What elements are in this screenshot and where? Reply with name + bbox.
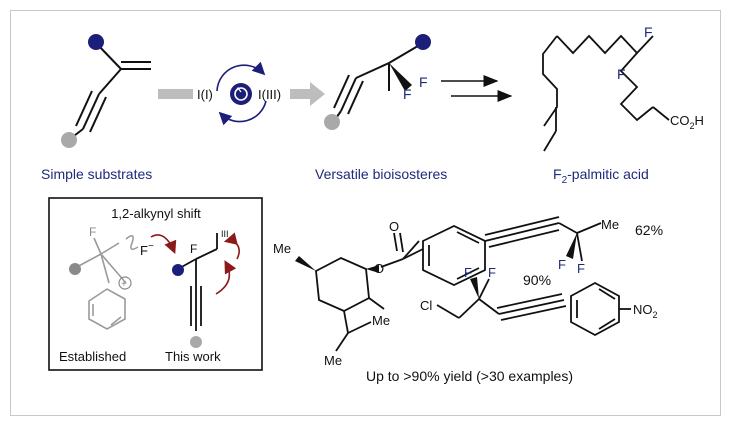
product1-o-wedge: [366, 265, 379, 273]
catalyst-core: [230, 83, 252, 105]
established-plus-circle: [118, 276, 132, 290]
reaction-arrows: [441, 75, 513, 102]
red-arrow-1: [150, 234, 177, 254]
this-work-grey-atom: [190, 336, 202, 348]
palmitic-f2: F: [617, 66, 626, 82]
bioisostere-structure: [333, 42, 424, 122]
product1-me-bottom: Me: [324, 353, 342, 368]
co2h-label: CO2H: [670, 113, 704, 131]
substrate-grey-atom: [61, 132, 77, 148]
figure-frame: I(I) I(III) F F F F CO2H Simple substrat…: [10, 10, 721, 416]
product1-me: Me: [601, 217, 619, 232]
product2-f1: F: [464, 265, 472, 280]
product1-me-top: Me: [273, 241, 291, 256]
inset-title: 1,2-alkynyl shift: [111, 206, 201, 221]
product2-structure: [436, 281, 631, 337]
versatile-bioisosteres-label: Versatile bioisosteres: [315, 166, 447, 182]
grey-arrow-left: [158, 89, 193, 99]
this-work-blue-atom: [172, 264, 184, 276]
bioisostere-wedge: [389, 63, 412, 91]
red-arrow-3: [223, 232, 240, 260]
mechanism-inset: 1,2-alkynyl shift F + F−: [48, 197, 263, 371]
red-arrow-2: [215, 260, 237, 295]
established-plus: +: [121, 279, 127, 290]
this-work-label: This work: [165, 349, 221, 364]
product1-ester-o: O: [374, 261, 384, 276]
palmitic-acid-structure: [542, 34, 670, 152]
product1-structure: [315, 216, 602, 352]
graphical-abstract: I(I) I(III) F F F F CO2H Simple substrat…: [41, 24, 704, 384]
simple-substrates-label: Simple substrates: [41, 166, 152, 182]
this-work-f: F: [190, 242, 197, 256]
substrate-structure: [69, 43, 151, 140]
yield-summary: Up to >90% yield (>30 examples): [366, 368, 573, 384]
established-f: F: [89, 225, 96, 239]
product1-f2: F: [577, 261, 585, 276]
established-label: Established: [59, 349, 126, 364]
palmitic-f1: F: [644, 24, 653, 40]
bioisostere-blue-atom: [415, 34, 431, 50]
catalyst-cycle: I(I) I(III): [197, 61, 281, 126]
product1-methyl-wedge: [295, 256, 316, 271]
product1-yield: 62%: [635, 222, 663, 238]
iodine-iii-label: III: [221, 229, 229, 239]
product2-cl: Cl: [420, 298, 432, 313]
substrate-blue-atom: [88, 34, 104, 50]
catalyst-right-label: I(III): [258, 87, 281, 102]
bioisostere-f1: F: [403, 86, 412, 102]
grey-arrow-right: [290, 82, 325, 106]
product1-me-right: Me: [372, 313, 390, 328]
bioisostere-grey-atom: [324, 114, 340, 130]
product1-carbonyl-o: O: [389, 219, 399, 234]
catalyst-left-label: I(I): [197, 87, 213, 102]
no2-label: NO2: [633, 302, 658, 320]
product2-cf2-wedge: [470, 277, 479, 299]
palmitic-acid-label: F2-palmitic acid: [553, 166, 649, 186]
fluoride-label: F−: [140, 241, 154, 258]
product1-f1: F: [558, 257, 566, 272]
product2-yield: 90%: [523, 272, 551, 288]
product1-cf2-wedge: [566, 233, 577, 259]
bioisostere-f2: F: [419, 74, 428, 90]
product2-f2: F: [488, 265, 496, 280]
established-grey-atom: [69, 263, 81, 275]
